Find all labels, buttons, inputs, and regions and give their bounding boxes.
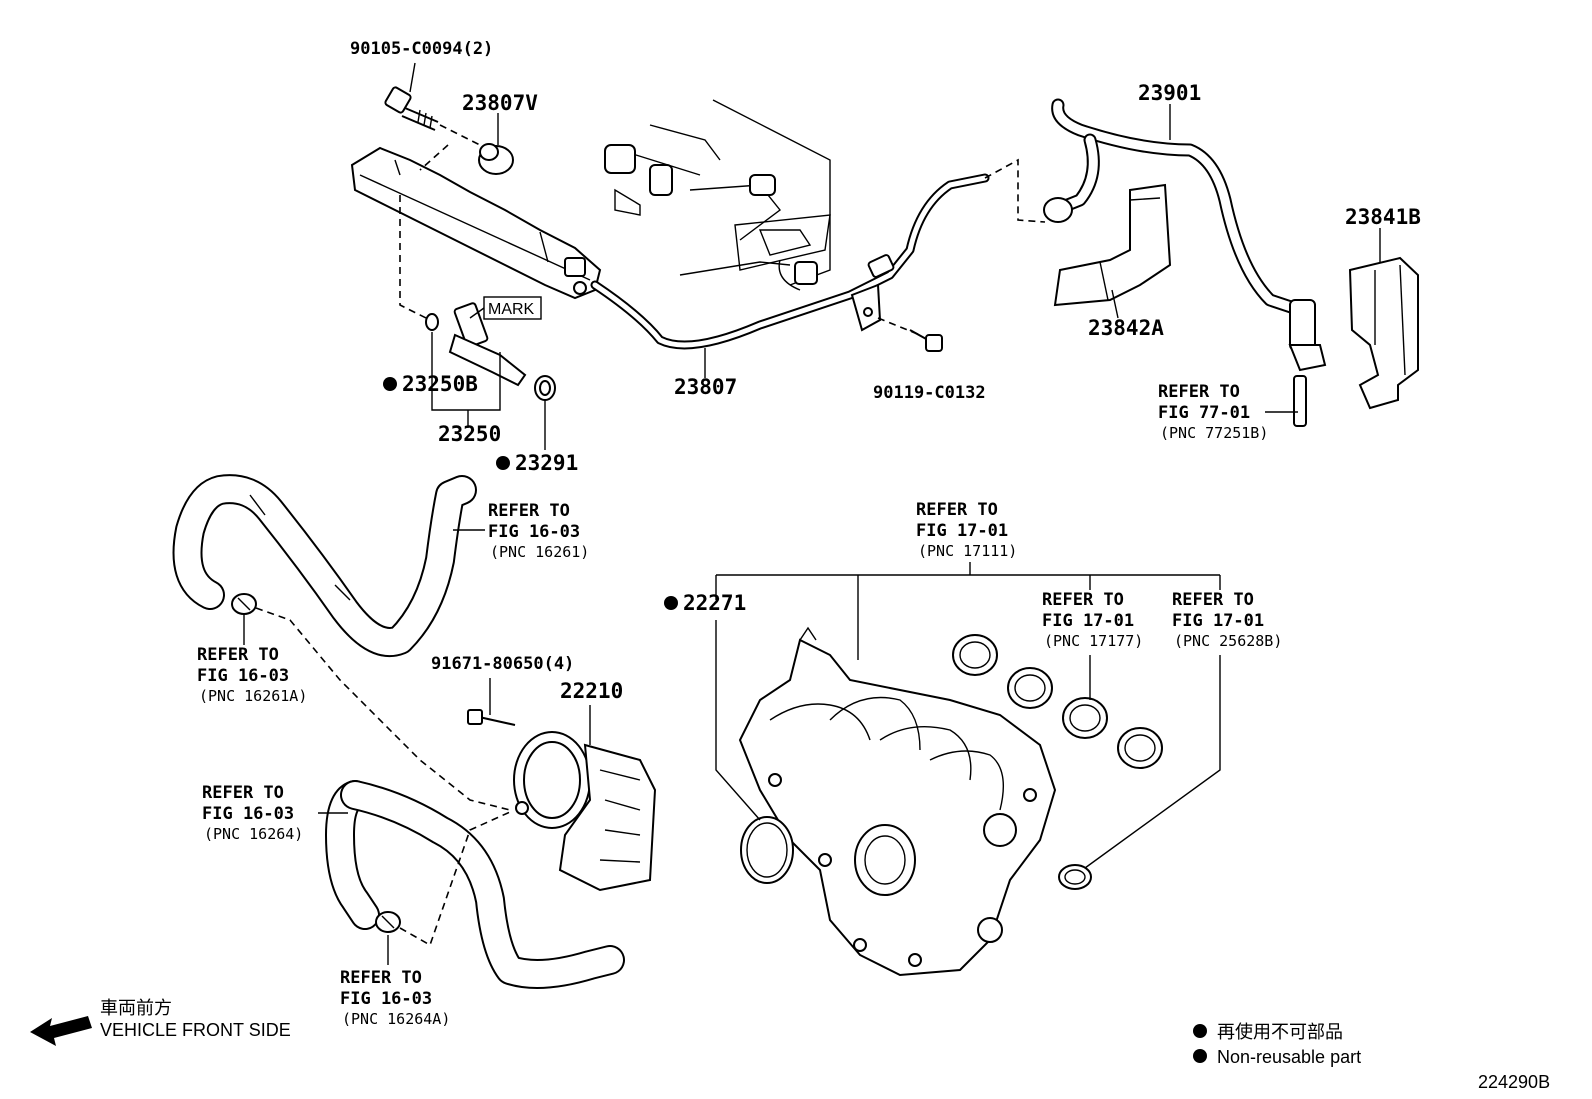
hose-lower-left [325, 780, 625, 989]
ref-17111-line1: REFER TO [916, 500, 998, 520]
nonreusable-dot-icon-2 [1193, 1049, 1207, 1063]
ref-16264A-line1: REFER TO [340, 968, 422, 988]
mark-label: MARK [488, 301, 535, 318]
nonreusable-jp-label: 再使用不可部品 [1217, 1022, 1343, 1042]
intake-manifold [738, 626, 1057, 977]
ref-25628B-pnc: (PNC 25628B) [1174, 632, 1282, 650]
bolt-90119 [877, 317, 943, 352]
gasket-22271 [740, 816, 794, 884]
arrow-left-icon [30, 1016, 92, 1046]
ref-16264A-line2: FIG 16-03 [340, 989, 432, 1009]
ref-16261-pnc: (PNC 16261) [490, 543, 589, 561]
ref-17177-line1: REFER TO [1042, 590, 1124, 610]
ref-17111-pnc: (PNC 17111) [918, 542, 1017, 560]
ref-16264A-pnc: (PNC 16264A) [342, 1010, 450, 1028]
label-22210: 22210 [560, 679, 623, 703]
hose-23901 [1043, 98, 1327, 372]
hose-upper-left [172, 474, 477, 657]
nonreusable-dot-22271 [664, 596, 678, 610]
ref-16264A: REFER TO FIG 16-03 (PNC 16264A) [340, 968, 450, 1028]
label-23841B: 23841B [1345, 205, 1421, 229]
ref-25628B: REFER TO FIG 17-01 (PNC 25628B) [1172, 590, 1282, 650]
ref-17111-line2: FIG 17-01 [916, 521, 1008, 541]
ref-17177-pnc: (PNC 17177) [1044, 632, 1143, 650]
ref-77-01: REFER TO FIG 77-01 (PNC 77251B) [1158, 382, 1268, 442]
ref-16264: REFER TO FIG 16-03 (PNC 16264) [202, 783, 303, 843]
bracket-23842A [1053, 183, 1172, 307]
ref-25628B-line1: REFER TO [1172, 590, 1254, 610]
ref-16261A: REFER TO FIG 16-03 (PNC 16261A) [197, 645, 307, 705]
nonreusable-dot-icon [1193, 1024, 1207, 1038]
front-jp-label: 車両前方 [100, 998, 172, 1018]
ref-17177-line2: FIG 17-01 [1042, 611, 1134, 631]
bolt-90105 [384, 86, 439, 131]
nonreusable-dot-23250B [383, 377, 397, 391]
engine-block-sketch [604, 99, 831, 291]
label-23901: 23901 [1138, 81, 1201, 105]
ref-16264-pnc: (PNC 16264) [204, 825, 303, 843]
fuel-pipe-23807 [590, 173, 990, 350]
cover-23841B [1348, 256, 1419, 410]
vehicle-front-legend: 車両前方 VEHICLE FRONT SIDE [30, 998, 291, 1046]
label-23807V: 23807V [462, 91, 538, 115]
label-90119: 90119-C0132 [873, 383, 986, 403]
gasket-25628B [1058, 864, 1092, 890]
ref-16261: REFER TO FIG 16-03 (PNC 16261) [488, 501, 589, 561]
ref-16261A-line1: REFER TO [197, 645, 279, 665]
front-en-label: VEHICLE FRONT SIDE [100, 1020, 291, 1040]
label-23842A: 23842A [1088, 316, 1164, 340]
label-23250: 23250 [438, 422, 501, 446]
clamp-lower [375, 911, 401, 933]
ref-16261-line2: FIG 16-03 [488, 522, 580, 542]
nonreusable-legend: 再使用不可部品 Non-reusable part [1193, 1022, 1361, 1067]
label-23807: 23807 [674, 375, 737, 399]
spacer-23807V [478, 143, 514, 175]
figure-id: 224290B [1478, 1072, 1550, 1092]
ref-16261A-pnc: (PNC 16261A) [199, 687, 307, 705]
throttle-body-22210 [467, 709, 657, 892]
label-91671: 91671-80650(4) [431, 654, 574, 674]
ref-25628B-line2: FIG 17-01 [1172, 611, 1264, 631]
fuel-rail-23807 [350, 146, 602, 300]
ref-77-line1: REFER TO [1158, 382, 1240, 402]
gasket-17177 [952, 634, 1163, 769]
ref-16261A-line2: FIG 16-03 [197, 666, 289, 686]
ref-16261-line1: REFER TO [488, 501, 570, 521]
label-90105: 90105-C0094(2) [350, 39, 493, 59]
label-22271: 22271 [683, 591, 746, 615]
refer-77-pipe [1293, 375, 1307, 427]
label-23291: 23291 [515, 451, 578, 475]
leader-lines [243, 62, 1381, 965]
ref-77-pnc: (PNC 77251B) [1160, 424, 1268, 442]
injector-23250 [425, 302, 556, 401]
ref-17111: REFER TO FIG 17-01 (PNC 17111) [916, 500, 1017, 560]
ref-16264-line2: FIG 16-03 [202, 804, 294, 824]
ref-17177: REFER TO FIG 17-01 (PNC 17177) [1042, 590, 1143, 650]
ref-77-line2: FIG 77-01 [1158, 403, 1250, 423]
clamp-upper [231, 593, 257, 615]
nonreusable-en-label: Non-reusable part [1217, 1047, 1361, 1067]
nonreusable-dot-23291 [496, 456, 510, 470]
label-23250B: 23250B [402, 372, 478, 396]
ref-16264-line1: REFER TO [202, 783, 284, 803]
